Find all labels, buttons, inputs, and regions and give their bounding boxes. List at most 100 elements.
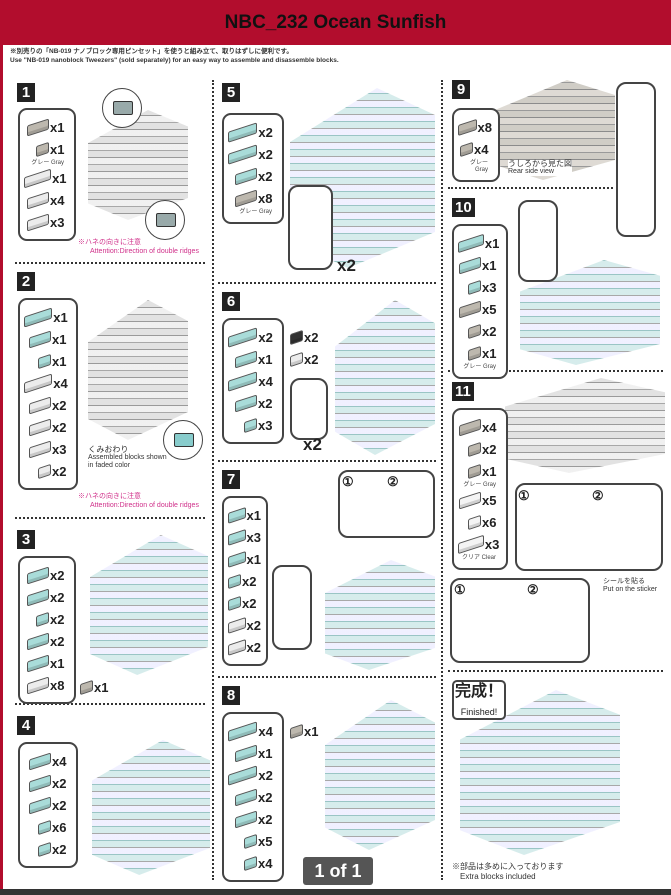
header-bar: NBC_232 Ocean Sunfish: [0, 0, 671, 45]
part-item: x2: [228, 764, 278, 786]
part-count: x1: [258, 745, 273, 761]
brick-icon: [27, 117, 49, 137]
brick-icon: [29, 773, 51, 793]
part-item: x6: [458, 511, 502, 533]
part-item: x2: [228, 121, 278, 143]
part-count: x2: [258, 146, 273, 162]
part-count: x6: [52, 819, 67, 835]
brick-icon: [80, 679, 93, 695]
clear-label: クリア Clear: [461, 555, 496, 561]
brick-icon: [228, 764, 258, 786]
tip-en: Use "NB-019 nanoblock Tweezers" (sold se…: [10, 57, 339, 64]
part-item: x1: [458, 254, 502, 276]
brick-icon: [228, 506, 246, 524]
step-divider: [15, 517, 205, 519]
part-item: x1: [228, 742, 278, 764]
brick-icon: [24, 306, 53, 328]
part-item: x2: [228, 786, 278, 808]
part-item: x2: [290, 348, 324, 370]
part-item: x2: [24, 630, 70, 652]
sub-step-2: ②: [527, 582, 539, 597]
part-count: x1: [52, 353, 67, 369]
gray-label: グレー Gray: [469, 160, 488, 173]
brick-icon: [228, 638, 246, 656]
part-item: x1: [228, 348, 278, 370]
step8-illustration: [325, 700, 435, 850]
brick-icon: [235, 166, 257, 186]
part-count: x3: [482, 279, 497, 295]
part-item: x2: [228, 570, 262, 592]
part-item: x2: [24, 564, 70, 586]
part-item: x2: [458, 438, 502, 460]
ridge-detail: [145, 200, 185, 240]
part-item: x5: [458, 298, 502, 320]
part-count: x1: [50, 655, 65, 671]
step-divider: [448, 187, 613, 189]
step5-multiplier: x2: [337, 256, 356, 275]
part-count: x3: [50, 214, 65, 230]
part-item: x2: [458, 320, 502, 342]
part-count: x4: [258, 373, 273, 389]
part-count: x1: [484, 235, 500, 251]
part-count: x1: [94, 679, 109, 695]
brick-icon: [228, 143, 258, 165]
part-count: x2: [258, 124, 273, 140]
step11-detail-panel: [515, 483, 663, 571]
part-count: x2: [242, 573, 257, 589]
step-number: 9: [452, 80, 470, 99]
part-count: x4: [50, 192, 65, 208]
gray-label: グレー Gray: [31, 160, 64, 166]
brick-icon: [38, 353, 51, 369]
step-divider: [218, 676, 436, 678]
brick-icon: [458, 118, 477, 136]
part-count: x1: [246, 507, 261, 523]
part-count: x5: [482, 301, 497, 317]
part-count: x2: [258, 811, 273, 827]
part-count: x1: [304, 723, 319, 739]
part-item: x2: [228, 636, 262, 658]
tweezers-tip: ※別売りの「NB-019 ナノブロック専用ピンセット」を使うと組み立て、取りはず…: [10, 47, 339, 65]
part-item: x2: [24, 416, 72, 438]
step6-illustration: [335, 300, 435, 455]
step6-subassembly: [290, 378, 328, 440]
brick-icon: [235, 809, 257, 829]
part-item: x1: [228, 548, 262, 570]
part-count: x4: [52, 753, 67, 769]
brick-icon: [27, 587, 49, 607]
part-item: x4: [228, 370, 278, 392]
part-item: x5: [228, 830, 278, 852]
brick-icon: [235, 743, 257, 763]
step-number: 10: [452, 198, 475, 217]
bottom-bar: [0, 889, 671, 895]
step-number: 5: [222, 83, 240, 102]
step-number: 8: [222, 686, 240, 705]
brick-icon: [27, 675, 49, 695]
part-item: x1: [24, 306, 72, 328]
brick-icon: [468, 514, 481, 530]
step-number: 11: [452, 382, 474, 401]
brick-icon: [244, 855, 257, 871]
sub-step-2: ②: [592, 488, 604, 503]
part-item: x2: [228, 592, 262, 614]
part-item: x2: [24, 460, 72, 482]
brick-icon: [459, 255, 481, 275]
sub-step-2: ②: [387, 474, 399, 489]
step-number: 4: [17, 716, 35, 735]
part-item: x1: [24, 138, 70, 160]
part-item: x1: [458, 232, 502, 254]
part-item: x1: [24, 652, 70, 674]
part-count: x2: [50, 567, 65, 583]
brick-icon: [228, 550, 246, 568]
brick-icon: [228, 528, 246, 546]
step-number: 1: [17, 83, 35, 102]
brick-icon: [27, 212, 49, 232]
brick-icon: [228, 595, 241, 611]
brick-icon: [27, 190, 49, 210]
step10-subassembly: [518, 200, 558, 282]
